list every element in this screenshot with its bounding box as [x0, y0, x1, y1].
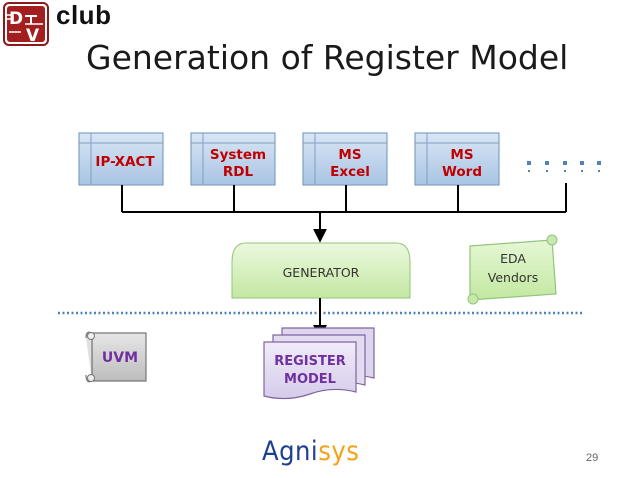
- eda-label-line2: Vendors: [488, 270, 538, 285]
- eda-vendors-scroll: EDA Vendors: [467, 234, 558, 305]
- input-box-ms-word: MS Word: [414, 132, 500, 186]
- register-model-label-line1: REGISTER: [274, 354, 346, 369]
- dvclub-logo: D V: [3, 2, 49, 46]
- input-label-excel: Excel: [330, 164, 370, 180]
- brand-club-text: club: [56, 0, 112, 30]
- input-label-ms: MS: [338, 147, 361, 163]
- svg-text:V: V: [26, 26, 40, 46]
- input-label-rdl: RDL: [223, 164, 254, 180]
- input-label-word: Word: [442, 164, 482, 180]
- input-label-system: System: [210, 147, 266, 163]
- register-model-documents: REGISTER MODEL: [263, 327, 375, 400]
- uvm-label: UVM: [102, 350, 138, 366]
- input-box-ms-excel: MS Excel: [302, 132, 388, 186]
- input-box-ip-xact: IP-XACT: [78, 132, 164, 186]
- input-connector-bus: [121, 183, 567, 213]
- register-model-label-line2: MODEL: [284, 372, 336, 387]
- more-inputs-ellipsis: [527, 161, 601, 172]
- eda-label-line1: EDA: [500, 251, 526, 266]
- input-label-ip-xact: IP-XACT: [95, 154, 155, 170]
- agnisys-logo-part2: sys: [318, 436, 360, 467]
- svg-text:D: D: [9, 9, 23, 29]
- generator-label: GENERATOR: [283, 265, 360, 280]
- uvm-scroll: UVM: [85, 331, 147, 383]
- page-number: 29: [586, 452, 599, 464]
- agnisys-logo: Agnisys: [262, 435, 359, 469]
- generator-box: GENERATOR: [231, 242, 411, 299]
- input-box-system-rdl: System RDL: [190, 132, 276, 186]
- input-label-ms-2: MS: [450, 147, 473, 163]
- agnisys-logo-part1: Agni: [262, 436, 319, 467]
- slide-title: Generation of Register Model: [86, 38, 569, 77]
